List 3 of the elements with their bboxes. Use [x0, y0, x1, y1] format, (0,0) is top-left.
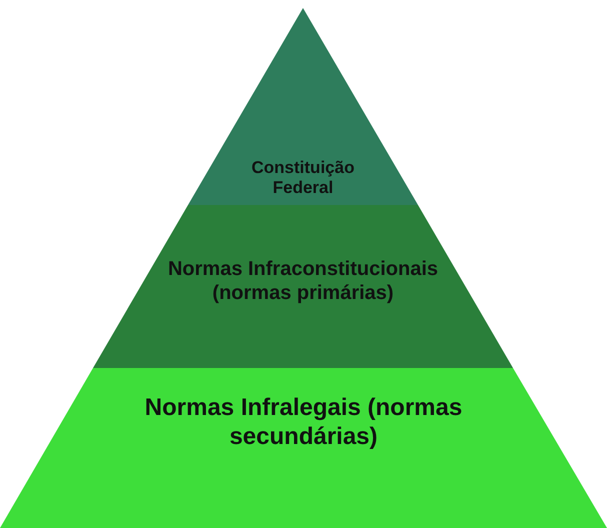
level-label: Normas Infraconstitucionais (normas primárias) — [166, 257, 440, 305]
level-label: Normas Infralegais (normas secundárias) — [144, 394, 464, 452]
level-label: Constituição Federal — [250, 158, 356, 199]
